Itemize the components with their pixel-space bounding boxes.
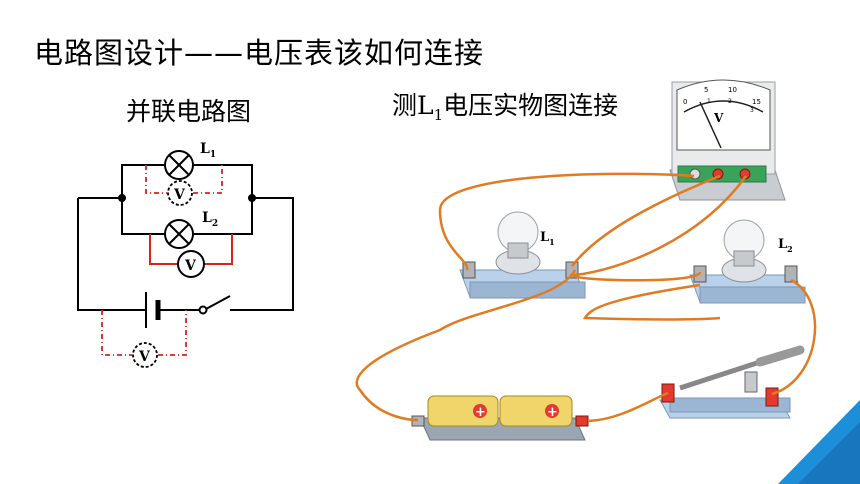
lamp-l1-symbol	[164, 150, 194, 180]
schematic-wire-left	[77, 198, 146, 311]
voltmeter-l1-dashed	[145, 165, 223, 206]
physical-heading: 测L1电压实物图连接	[392, 91, 619, 124]
voltmeter-l1-label: V	[173, 187, 186, 203]
page-title: 电路图设计——电压表该如何连接	[34, 36, 485, 70]
meter-scale-small-1: 1	[707, 98, 711, 105]
meter-scale-10: 10	[728, 86, 737, 94]
schematic-heading: 并联电路图	[126, 97, 252, 126]
lamp-l2-symbol	[164, 219, 194, 249]
lamp-l2-label: L2	[202, 210, 218, 229]
voltmeter-battery-label: V	[138, 349, 151, 365]
meter-scale-0: 0	[683, 98, 687, 106]
voltmeter-l2-label: V	[184, 258, 197, 274]
lamp-l1-device-label: L1	[540, 230, 555, 247]
junction-dot-left	[118, 194, 126, 202]
knife-switch	[659, 345, 805, 419]
junction-dot-right	[248, 194, 256, 202]
voltmeter-battery-dashed	[101, 310, 187, 368]
corner-accent-decoration	[778, 400, 860, 484]
meter-unit-label: V	[713, 111, 724, 125]
battery-plus-2: +	[547, 405, 558, 420]
schematic-wire-right	[230, 197, 294, 311]
schematic-diagram	[77, 150, 294, 328]
voltmeter-l2-symbol	[177, 250, 205, 278]
lamp-l1-label: L1	[200, 141, 216, 160]
lamp-l2-device-label: L2	[778, 237, 793, 254]
meter-scale-small-3: 3	[750, 107, 754, 114]
meter-scale-small-2: 2	[728, 98, 732, 105]
battery-symbol	[145, 292, 161, 328]
orange-wires	[355, 172, 817, 423]
battery-holder	[411, 395, 589, 441]
meter-scale-15: 15	[752, 98, 761, 106]
battery-plus-1: +	[475, 405, 486, 420]
voltmeter-device	[669, 79, 786, 201]
voltmeter-l2-solid	[149, 234, 233, 265]
lamp-l1-board	[459, 211, 586, 299]
lamp-l2-board	[689, 219, 806, 304]
meter-scale-5: 5	[704, 86, 708, 94]
switch-symbol	[198, 295, 231, 315]
